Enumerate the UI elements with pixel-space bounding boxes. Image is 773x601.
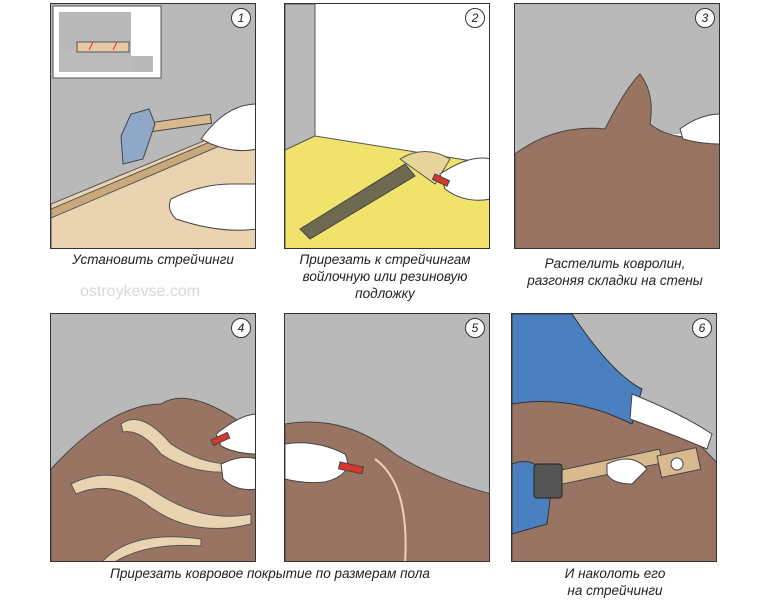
caption-line: разгоняя складки на стены [527, 273, 703, 288]
caption-step-1: Установить стрейчинги [72, 252, 234, 267]
step-3-illustration [515, 4, 719, 248]
caption-steps-4-5: Прирезать ковровое покрытие по размерам … [110, 566, 430, 581]
step-number-badge: 4 [231, 318, 251, 338]
step-4-illustration [51, 314, 255, 561]
caption-line: войлочную или резиновую [302, 269, 468, 284]
hammer-icon [120, 108, 213, 165]
step-number-badge: 5 [465, 318, 485, 338]
step-6-illustration [512, 314, 716, 561]
step-1-illustration [51, 4, 255, 248]
watermark: ostroykevse.com [80, 283, 201, 300]
caption-line: на стрейчинги [567, 583, 663, 598]
step-number-badge: 3 [695, 8, 715, 28]
caption-step-3: Растелить ковролин, разгоняя складки на … [500, 255, 730, 289]
step-2-panel: 2 [284, 3, 490, 249]
caption-step-2: Прирезать к стрейчингам войлочную или ре… [270, 251, 500, 302]
step-number-badge: 1 [231, 8, 251, 28]
step-5-illustration [285, 314, 489, 561]
step-3-panel: 3 [514, 3, 720, 249]
caption-line: Прирезать к стрейчингам [299, 252, 471, 267]
caption-step-6: И наколоть его на стрейчинги [510, 565, 720, 599]
step-1-panel: 1 [50, 3, 256, 249]
step-2-illustration [285, 4, 489, 248]
step-6-panel: 6 [511, 313, 717, 562]
step-5-panel: 5 [284, 313, 490, 562]
caption-line: И наколоть его [564, 566, 666, 581]
caption-line: подложку [355, 286, 415, 301]
step-number-badge: 2 [465, 8, 485, 28]
caption-line: Растелить ковролин, [544, 256, 686, 271]
step-4-panel: 4 [50, 313, 256, 562]
step-number-badge: 6 [692, 318, 712, 338]
